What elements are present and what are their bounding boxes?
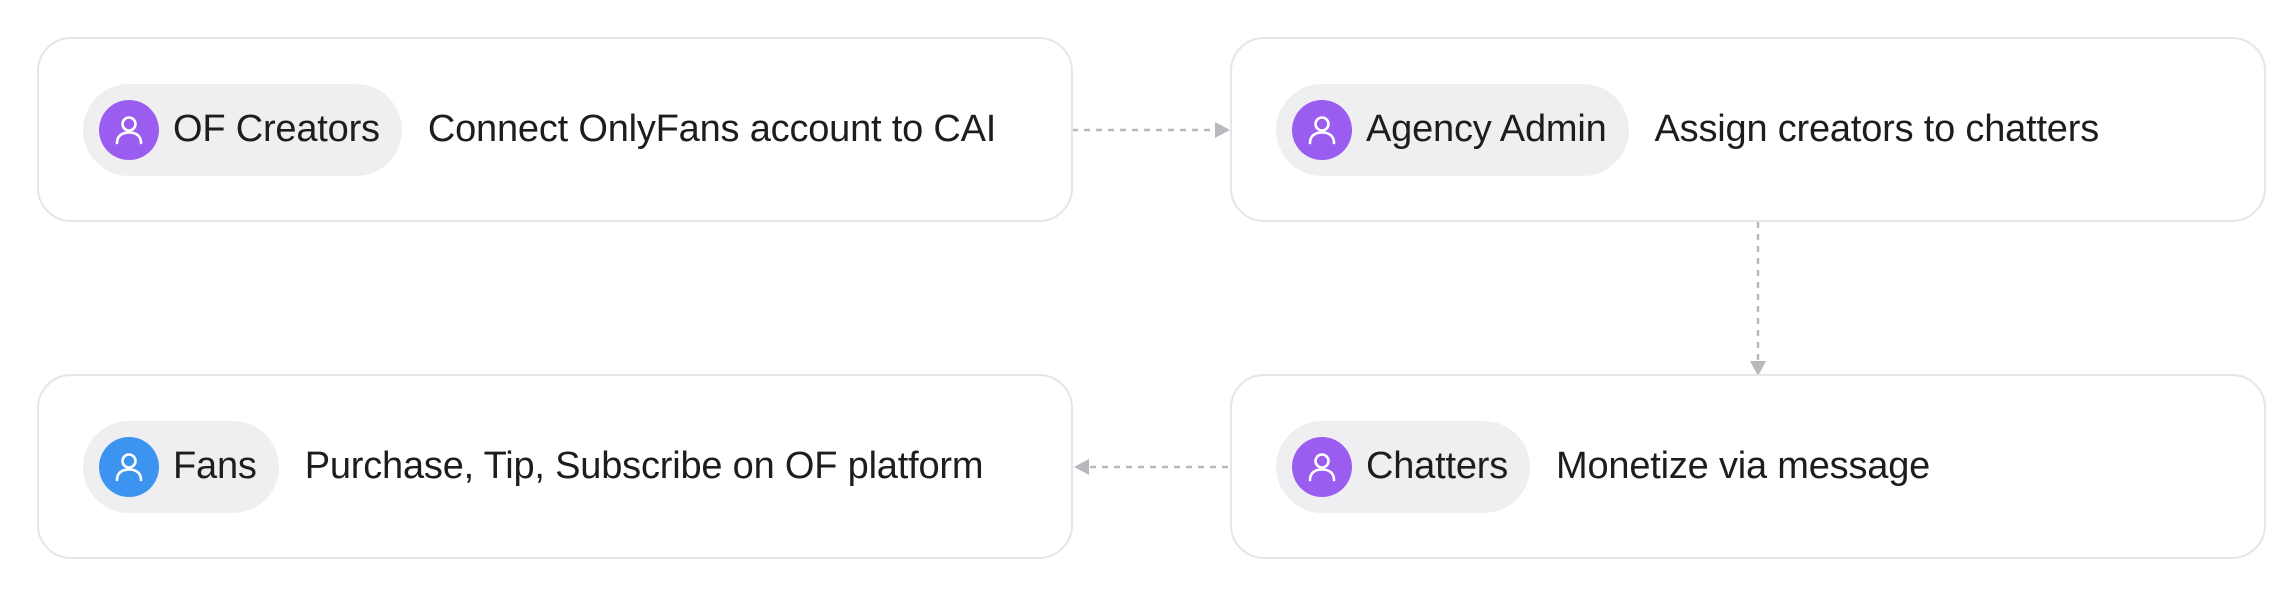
node-fans: Fans Purchase, Tip, Subscribe on OF plat…	[37, 374, 1073, 559]
role-pill: Chatters	[1276, 420, 1531, 513]
node-description: Connect OnlyFans account to CAI	[427, 108, 997, 150]
role-pill: OF Creators	[83, 83, 402, 176]
avatar	[99, 99, 159, 160]
node-chatters: Chatters Monetize via message	[1230, 374, 2266, 559]
user-icon	[115, 452, 143, 481]
role-label: OF Creators	[173, 108, 380, 150]
arrowhead-down	[1750, 361, 1766, 376]
arrowhead-right	[1215, 122, 1230, 138]
role-label: Fans	[173, 445, 257, 487]
role-pill: Agency Admin	[1276, 83, 1629, 176]
user-icon	[1308, 452, 1336, 481]
role-label: Chatters	[1366, 445, 1509, 487]
node-agency-admin: Agency Admin Assign creators to chatters	[1230, 37, 2266, 222]
role-label: Agency Admin	[1366, 108, 1607, 150]
role-pill: Fans	[83, 420, 279, 513]
arrowhead-left	[1074, 459, 1089, 475]
node-description: Monetize via message	[1556, 445, 1931, 487]
node-description: Assign creators to chatters	[1654, 108, 2100, 150]
node-description: Purchase, Tip, Subscribe on OF platform	[304, 445, 984, 487]
user-icon	[1308, 115, 1336, 144]
avatar	[99, 436, 159, 497]
node-of-creators: OF Creators Connect OnlyFans account to …	[37, 37, 1073, 222]
avatar	[1292, 436, 1352, 497]
avatar	[1292, 99, 1352, 160]
user-icon	[115, 115, 143, 144]
